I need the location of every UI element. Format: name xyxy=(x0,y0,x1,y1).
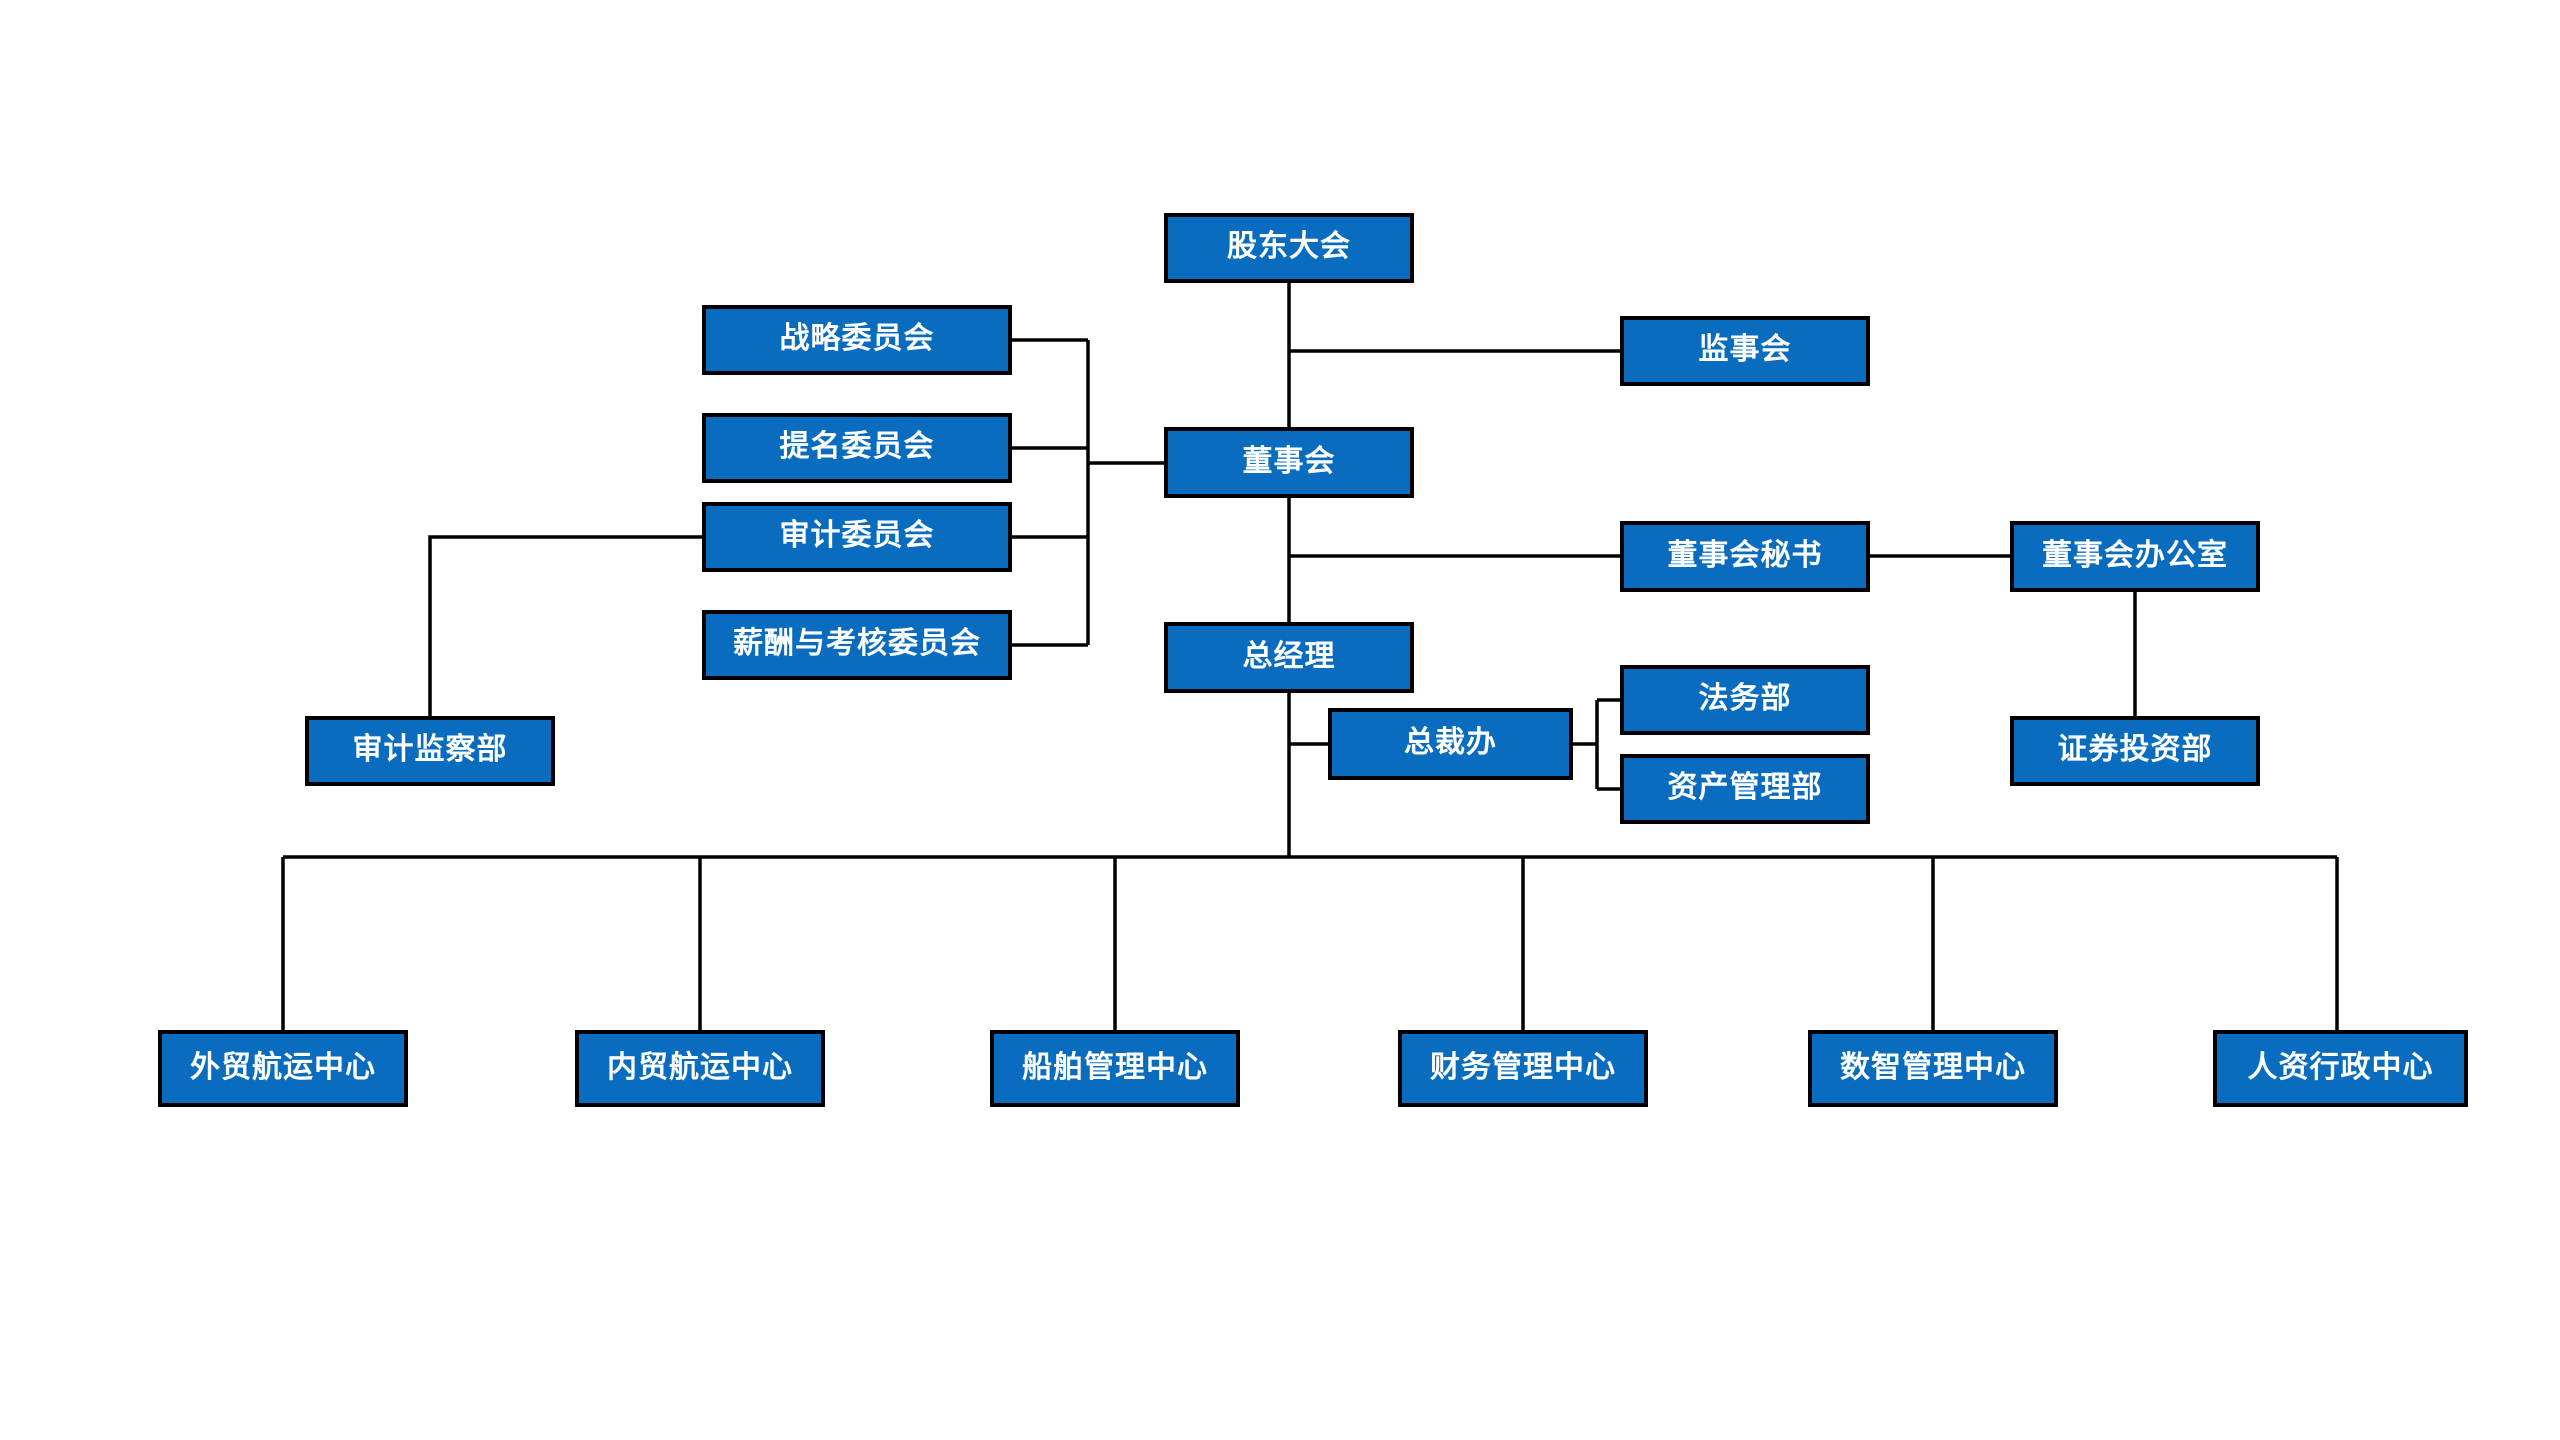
org-node-label: 数智管理中心 xyxy=(1840,1050,2026,1084)
org-node-label: 证券投资部 xyxy=(2057,733,2213,766)
org-node-center-vessel-mgmt[interactable]: 船舶管理中心 xyxy=(990,1030,1240,1107)
org-node-president-office[interactable]: 总裁办 xyxy=(1328,708,1573,780)
org-node-label: 人资行政中心 xyxy=(2247,1050,2434,1084)
org-node-label: 外贸航运中心 xyxy=(190,1050,376,1084)
org-node-center-finance-mgmt[interactable]: 财务管理中心 xyxy=(1398,1030,1648,1107)
org-node-label: 董事会秘书 xyxy=(1667,538,1823,572)
org-node-label: 财务管理中心 xyxy=(1430,1050,1616,1084)
org-node-nomination-cmte[interactable]: 提名委员会 xyxy=(702,413,1012,483)
org-node-label: 战略委员会 xyxy=(779,322,935,355)
org-node-label: 审计委员会 xyxy=(779,519,935,552)
org-node-label: 法务部 xyxy=(1698,682,1792,715)
org-node-label: 船舶管理中心 xyxy=(1022,1050,1208,1084)
org-node-label: 总经理 xyxy=(1242,639,1336,673)
org-node-center-hr-admin[interactable]: 人资行政中心 xyxy=(2213,1030,2468,1107)
org-node-securities-dept[interactable]: 证券投资部 xyxy=(2010,716,2260,786)
org-node-label: 审计监察部 xyxy=(352,733,508,766)
org-node-label: 内贸航运中心 xyxy=(607,1050,793,1084)
org-node-center-domestic-shipping[interactable]: 内贸航运中心 xyxy=(575,1030,825,1107)
org-node-center-digital-mgmt[interactable]: 数智管理中心 xyxy=(1808,1030,2058,1107)
org-node-label: 资产管理部 xyxy=(1667,771,1823,804)
org-node-shareholders[interactable]: 股东大会 xyxy=(1164,213,1414,283)
org-node-audit-cmte[interactable]: 审计委员会 xyxy=(702,502,1012,572)
org-node-label: 股东大会 xyxy=(1227,230,1351,263)
org-node-supervisory[interactable]: 监事会 xyxy=(1620,316,1870,386)
connector-president-office-bracket xyxy=(1573,698,1620,791)
org-node-asset-mgmt-dept[interactable]: 资产管理部 xyxy=(1620,754,1870,824)
org-node-strategy-cmte[interactable]: 战略委员会 xyxy=(702,305,1012,375)
org-node-label: 总裁办 xyxy=(1404,726,1497,759)
org-node-legal-dept[interactable]: 法务部 xyxy=(1620,665,1870,735)
org-node-label: 提名委员会 xyxy=(779,430,935,463)
org-node-board-secretary[interactable]: 董事会秘书 xyxy=(1620,521,1870,592)
org-node-label: 薪酬与考核委员会 xyxy=(733,627,981,660)
org-node-board-office[interactable]: 董事会办公室 xyxy=(2010,521,2260,592)
org-node-remuneration-cmte[interactable]: 薪酬与考核委员会 xyxy=(702,610,1012,680)
org-node-center-foreign-shipping[interactable]: 外贸航运中心 xyxy=(158,1030,408,1107)
org-node-board[interactable]: 董事会 xyxy=(1164,427,1414,498)
org-node-label: 董事会 xyxy=(1242,444,1336,478)
org-node-label: 董事会办公室 xyxy=(2042,538,2228,572)
org-node-label: 监事会 xyxy=(1698,333,1792,366)
connector-audit-cmte-to-audit-dept xyxy=(428,535,702,716)
org-node-general-manager[interactable]: 总经理 xyxy=(1164,622,1414,693)
org-node-audit-dept[interactable]: 审计监察部 xyxy=(305,716,555,786)
